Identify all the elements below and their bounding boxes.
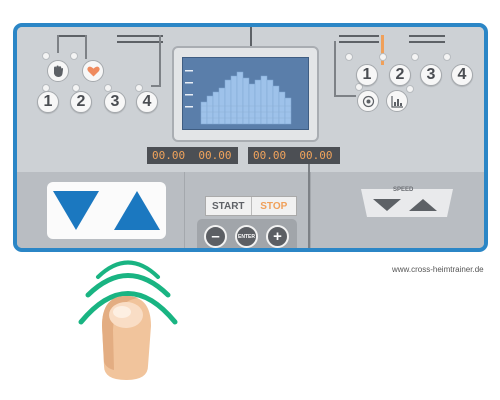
right-preset-button-3[interactable]: 3 (420, 64, 442, 86)
indicator-dot (70, 52, 78, 60)
adjust-panel: – ENTER + (197, 219, 297, 248)
indicator-dot (345, 53, 353, 61)
display-value-3: 00.00 (253, 149, 287, 162)
deco-line (339, 35, 379, 37)
indicator-dot (104, 84, 112, 92)
deco-line (57, 35, 86, 37)
deco-line (250, 27, 252, 47)
down-arrow-icon[interactable] (53, 191, 99, 230)
right-preset-button-1[interactable]: 1 (356, 64, 378, 86)
profile-graph (185, 70, 292, 125)
bottom-divider-left (184, 172, 185, 248)
finger-touch-illustration (78, 250, 178, 385)
console-panel: 1 2 3 4 (13, 23, 488, 252)
heart-rate-button[interactable] (82, 60, 104, 82)
deco-line (117, 35, 163, 37)
up-arrow-icon[interactable] (114, 191, 160, 230)
deco-line (334, 95, 356, 97)
display-value-1: 00.00 (152, 149, 186, 162)
deco-line (308, 162, 310, 248)
minus-button[interactable]: – (204, 225, 227, 248)
speed-down-icon[interactable] (373, 198, 401, 212)
direction-panel (47, 182, 166, 239)
watermark: www.cross-heimtrainer.de (392, 265, 484, 274)
direction-arrows (53, 191, 160, 230)
indicator-dot (135, 84, 143, 92)
left-preset-button-2[interactable]: 2 (70, 91, 92, 113)
display-screen (182, 57, 309, 130)
enter-button[interactable]: ENTER (235, 225, 258, 248)
finger-touch-icon (78, 260, 178, 380)
target-button[interactable] (357, 90, 379, 112)
profile-chart-icon (390, 95, 403, 108)
display-value-2: 00.00 (198, 149, 232, 162)
speed-panel: SPEED (357, 187, 457, 218)
right-digital-display: 00.00 00.00 (248, 147, 340, 164)
deco-line (159, 35, 161, 87)
target-icon (362, 95, 374, 107)
start-stop-panel: START STOP (205, 196, 297, 216)
left-digital-display: 00.00 00.00 (147, 147, 238, 164)
deco-line (117, 41, 163, 43)
right-preset-button-2[interactable]: 2 (389, 64, 411, 86)
start-button[interactable]: START (206, 197, 252, 215)
heart-icon (86, 66, 100, 76)
left-preset-button-3[interactable]: 3 (104, 91, 126, 113)
deco-line (339, 41, 379, 43)
indicator-dot (42, 52, 50, 60)
hand-pulse-button[interactable] (47, 60, 69, 82)
indicator-dot (443, 53, 451, 61)
indicator-dot (355, 83, 363, 91)
deco-line (409, 41, 445, 43)
speed-up-icon[interactable] (409, 198, 437, 212)
hand-pulse-icon (54, 65, 64, 77)
deco-line (57, 35, 59, 53)
deco-line (334, 41, 336, 97)
deco-line (151, 85, 161, 87)
bottom-divider-right (310, 172, 311, 248)
deco-line-accent (381, 35, 384, 65)
display-value-4: 00.00 (299, 149, 333, 162)
indicator-dot (379, 53, 387, 61)
plus-button[interactable]: + (266, 225, 289, 248)
speed-label: SPEED (393, 187, 414, 193)
indicator-dot (411, 53, 419, 61)
profile-chart-button[interactable] (386, 90, 408, 112)
indicator-dot (406, 85, 414, 93)
right-preset-button-4[interactable]: 4 (451, 64, 473, 86)
left-preset-button-4[interactable]: 4 (136, 91, 158, 113)
deco-line (409, 35, 445, 37)
left-preset-button-1[interactable]: 1 (37, 91, 59, 113)
stop-button[interactable]: STOP (260, 200, 288, 212)
deco-line (85, 35, 87, 59)
display-screen-frame (172, 46, 319, 142)
